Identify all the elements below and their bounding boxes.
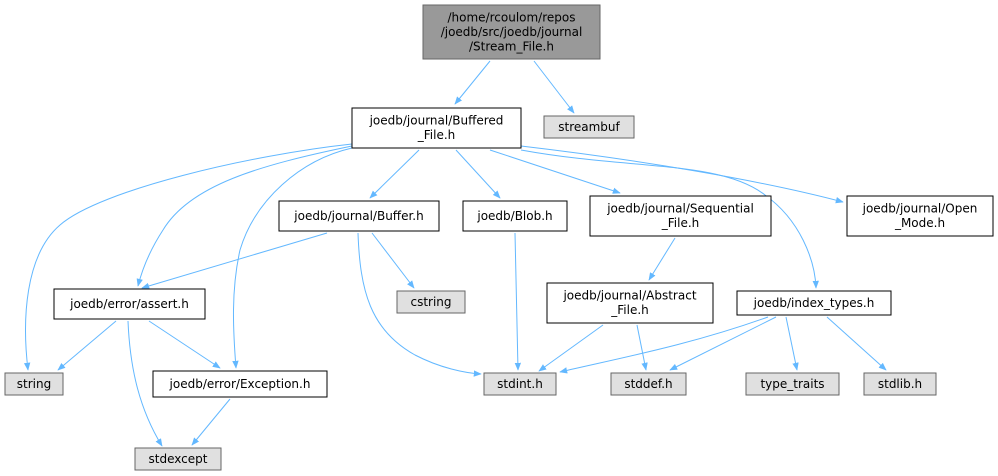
edge-abstract_file-to-stdint xyxy=(538,324,604,372)
node-box xyxy=(745,372,840,396)
edge-assert-to-exception xyxy=(148,320,221,369)
node-box xyxy=(863,372,937,396)
node-label-line: /joedb/src/joedb/journal xyxy=(441,25,583,39)
node-box xyxy=(543,115,635,139)
node-box xyxy=(422,4,601,60)
node-box xyxy=(589,195,772,237)
node-box xyxy=(546,282,714,324)
node-cstring: cstring xyxy=(396,290,466,314)
edge-buffered_file-to-buffer xyxy=(369,149,420,199)
node-label-line: joedb/Blob.h xyxy=(476,209,552,223)
node-label-line: _File.h xyxy=(661,216,700,230)
node-index-types[interactable]: joedb/index_types.h xyxy=(736,290,892,316)
node-box xyxy=(846,195,994,237)
node-label-line: _File.h xyxy=(610,303,649,317)
node-label-line: type_traits xyxy=(760,377,824,391)
node-label-line: joedb/index_types.h xyxy=(753,296,875,310)
edge-sequential_file-to-abstract_file xyxy=(648,237,676,281)
edge-index_types-to-stdlib xyxy=(826,316,887,371)
edge-buffer-to-assert xyxy=(141,232,328,290)
node-stdexcept: stdexcept xyxy=(134,447,222,471)
edge-index_types-to-stddef xyxy=(669,316,777,371)
node-open-mode[interactable]: joedb/journal/Open_Mode.h xyxy=(846,195,994,237)
node-label-line: joedb/journal/Abstract xyxy=(562,289,696,303)
node-box xyxy=(4,372,64,396)
node-label-line: stdexcept xyxy=(149,452,208,466)
node-label-line: _File.h xyxy=(417,128,456,142)
node-stream-file[interactable]: /home/rcoulom/repos/joedb/src/joedb/jour… xyxy=(422,4,601,60)
node-label-line: string xyxy=(17,377,51,391)
node-box xyxy=(278,200,440,232)
node-sequential-file[interactable]: joedb/journal/Sequential_File.h xyxy=(589,195,772,237)
node-box xyxy=(134,447,222,471)
edge-blob-to-stdint xyxy=(514,232,522,371)
node-box xyxy=(610,372,687,396)
node-abstract-file[interactable]: joedb/journal/Abstract_File.h xyxy=(546,282,714,324)
node-blob[interactable]: joedb/Blob.h xyxy=(462,200,568,232)
nodes-layer: /home/rcoulom/repos/joedb/src/joedb/jour… xyxy=(4,4,994,471)
node-label-line: /Stream_File.h xyxy=(469,39,554,53)
node-label-line: cstring xyxy=(410,295,451,309)
edge-stream_file-to-streambuf xyxy=(533,60,575,114)
node-label-line: joedb/journal/Buffer.h xyxy=(293,209,423,223)
node-buffered-file[interactable]: joedb/journal/Buffered_File.h xyxy=(351,107,522,149)
edge-buffered_file-to-string xyxy=(23,143,353,371)
edge-buffered_file-to-exception xyxy=(232,147,353,369)
node-label-line: joedb/error/Exception.h xyxy=(169,377,311,391)
node-label-line: joedb/journal/Sequential xyxy=(606,202,754,216)
node-label-line: stdint.h xyxy=(497,377,543,391)
edge-buffered_file-to-sequential_file xyxy=(489,149,621,194)
node-assert[interactable]: joedb/error/assert.h xyxy=(53,288,206,320)
edge-buffer-to-stdint xyxy=(357,232,482,377)
node-string: string xyxy=(4,372,64,396)
node-label-line: /home/rcoulom/repos xyxy=(448,10,576,24)
node-stddef: stddef.h xyxy=(610,372,687,396)
node-box xyxy=(462,200,568,232)
node-label-line: joedb/journal/Buffered xyxy=(369,114,504,128)
edge-buffered_file-to-blob xyxy=(455,149,501,199)
node-label-line: stdlib.h xyxy=(878,377,922,391)
node-label-line: streambuf xyxy=(558,120,620,134)
edge-buffered_file-to-assert xyxy=(136,145,353,287)
node-box xyxy=(351,107,522,149)
node-stdint: stdint.h xyxy=(483,372,557,396)
edge-index_types-to-stdint xyxy=(559,316,769,374)
edges-layer xyxy=(23,60,887,447)
node-label-line: stddef.h xyxy=(624,377,672,391)
edge-abstract_file-to-stddef xyxy=(636,324,648,371)
node-label-line: joedb/error/assert.h xyxy=(69,297,189,311)
node-box xyxy=(736,290,892,316)
node-box xyxy=(152,370,328,398)
node-buffer[interactable]: joedb/journal/Buffer.h xyxy=(278,200,440,232)
node-box xyxy=(396,290,466,314)
node-streambuf: streambuf xyxy=(543,115,635,139)
edge-exception-to-stdexcept xyxy=(191,398,231,446)
edge-assert-to-stdexcept xyxy=(127,320,163,447)
edge-index_types-to-type_traits xyxy=(785,316,799,371)
edge-buffer-to-cstring xyxy=(371,232,415,289)
node-box xyxy=(53,288,206,320)
node-stdlib: stdlib.h xyxy=(863,372,937,396)
edge-buffered_file-to-index_types xyxy=(520,149,819,289)
node-label-line: joedb/journal/Open xyxy=(862,202,978,216)
node-box xyxy=(483,372,557,396)
edge-assert-to-string xyxy=(57,320,117,371)
edge-stream_file-to-buffered_file xyxy=(454,60,491,105)
node-type-traits: type_traits xyxy=(745,372,840,396)
node-label-line: _Mode.h xyxy=(894,216,945,230)
node-exception[interactable]: joedb/error/Exception.h xyxy=(152,370,328,398)
edge-buffered_file-to-open_mode xyxy=(520,145,844,204)
